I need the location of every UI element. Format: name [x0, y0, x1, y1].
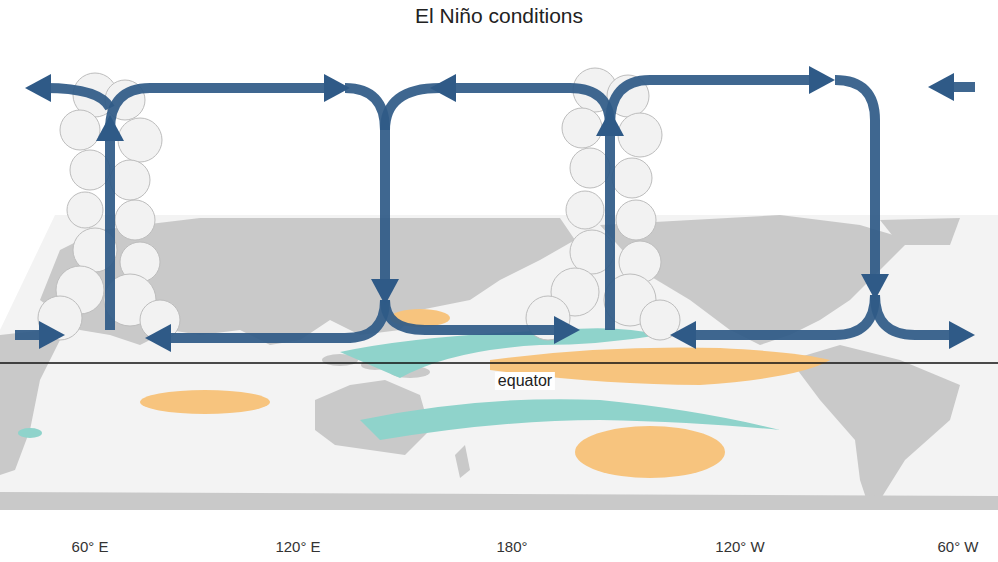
- rising-air-arrow: [605, 130, 615, 330]
- cloud: [616, 200, 656, 240]
- new-zealand: [455, 445, 470, 478]
- south-america: [790, 345, 960, 510]
- land: [0, 215, 998, 510]
- surface-flow-arrow: [165, 300, 385, 338]
- cloud: [118, 118, 162, 162]
- cloud: [612, 158, 652, 198]
- equator-line: [0, 362, 998, 364]
- surface-flow-arrow: [15, 330, 45, 340]
- upper-flow-arrow: [45, 88, 110, 108]
- warm-anomaly: [140, 390, 270, 414]
- sinking-air-arrow: [345, 88, 385, 285]
- surface-flow-arrow: [690, 295, 875, 335]
- longitude-label: 180°: [496, 538, 527, 555]
- surface-flow-arrow: [875, 295, 955, 335]
- upper-flow-arrow: [110, 88, 330, 130]
- cloud: [570, 148, 610, 188]
- cloud: [70, 150, 110, 190]
- diagram-title: El Niño conditions: [415, 4, 583, 28]
- cloud: [67, 192, 103, 228]
- upper-flow-arrow: [948, 82, 975, 92]
- longitude-label: 120° W: [715, 538, 764, 555]
- antarctica: [0, 492, 998, 510]
- warm-anomaly: [575, 426, 725, 478]
- upper-flow-arrow: [450, 88, 610, 125]
- map-plane: [0, 215, 998, 510]
- upper-flow-join: [385, 88, 440, 130]
- rising-air-arrow: [105, 135, 115, 330]
- cloud: [115, 200, 155, 240]
- circulation-arrows: [15, 80, 975, 338]
- cool-anomaly: [18, 428, 42, 438]
- cool-anomaly: [340, 328, 660, 378]
- eurasia: [40, 218, 575, 345]
- africa: [0, 330, 60, 475]
- cloud: [618, 113, 662, 157]
- cloud: [60, 110, 100, 150]
- cloud: [566, 191, 604, 229]
- cloud: [110, 160, 150, 200]
- longitude-label: 60° W: [937, 538, 978, 555]
- equator-label: equator: [495, 372, 555, 390]
- greenland: [880, 218, 960, 245]
- longitude-label: 60° E: [72, 538, 109, 555]
- longitude-label: 120° E: [275, 538, 320, 555]
- surface-flow-arrow: [385, 300, 560, 330]
- cloud: [562, 108, 602, 148]
- upper-flow-arrow: [610, 80, 815, 125]
- sinking-air-arrow: [835, 80, 875, 280]
- cool-anomaly: [360, 399, 780, 440]
- cloud: [640, 300, 680, 340]
